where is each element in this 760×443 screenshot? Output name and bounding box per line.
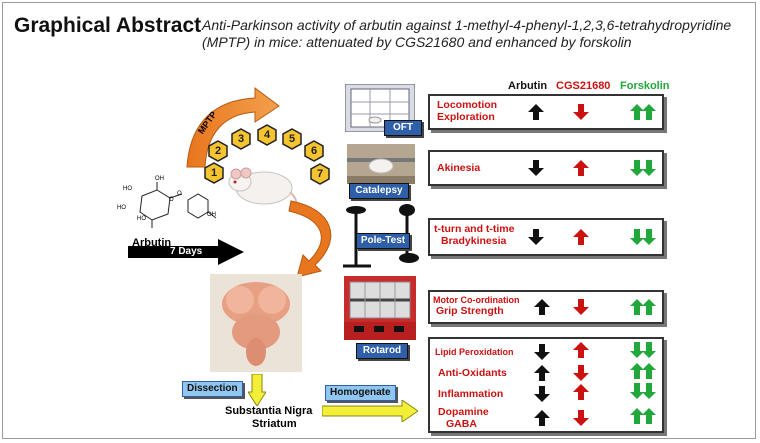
- double-down-arrow-icon: [630, 383, 656, 399]
- result-box-akinesia: [428, 150, 664, 186]
- page-title: Graphical Abstract: [14, 14, 202, 37]
- day-hexagon-2: 2: [207, 140, 229, 162]
- day-number: 3: [237, 133, 245, 145]
- double-up-arrow-icon: [630, 299, 656, 315]
- up-arrow-icon: [573, 342, 589, 358]
- mouse-image: [228, 167, 298, 207]
- down-arrow-icon: [573, 410, 589, 426]
- test-label-pole-test: Pole-Test: [356, 233, 410, 249]
- result-label: Anti-Oxidants: [438, 367, 507, 379]
- day-hexagon-7: 7: [309, 163, 331, 185]
- molecule-o-label: O: [169, 197, 174, 203]
- double-down-arrow-icon: [630, 342, 656, 358]
- column-header-forskolin: Forskolin: [620, 80, 670, 92]
- result-box-locomotion: [428, 94, 664, 130]
- molecule-oh-label: OH: [155, 176, 164, 182]
- column-header-cgs21680: CGS21680: [556, 80, 611, 92]
- rotarod-apparatus-image: [344, 276, 416, 340]
- result-label: t-turn and t-time: [434, 223, 515, 235]
- day-number: 7: [316, 168, 324, 180]
- result-label: Inflammation: [438, 388, 504, 400]
- result-label: Exploration: [437, 111, 495, 123]
- day-hexagon-5: 5: [281, 128, 303, 150]
- test-label-rotarod: Rotarod: [356, 343, 408, 359]
- double-up-arrow-icon: [630, 363, 656, 379]
- result-label: GABA: [446, 418, 477, 430]
- double-up-arrow-icon: [630, 104, 656, 120]
- down-arrow-icon: [573, 365, 589, 381]
- result-label: Akinesia: [437, 162, 481, 174]
- yellow-right-arrow: [322, 400, 418, 422]
- day-number: 5: [288, 133, 296, 145]
- result-label: Motor Co-ordination: [433, 295, 520, 305]
- catalepsy-apparatus-image: [347, 144, 415, 184]
- day-number: 4: [263, 129, 271, 141]
- tissue-label-2: Striatum: [252, 418, 297, 430]
- molecule-ho-label: HO: [137, 216, 146, 222]
- down-arrow-icon: [534, 386, 550, 402]
- column-header-arbutin: Arbutin: [508, 80, 548, 92]
- result-label: Locomotion: [437, 99, 498, 111]
- molecule-ho-label: HO: [123, 186, 132, 192]
- result-label: Grip Strength: [436, 305, 504, 317]
- arbutin-molecule-structure: [139, 182, 217, 228]
- molecule-o-label: O: [177, 191, 182, 197]
- day-hexagon-4: 4: [256, 124, 278, 146]
- day-number: 6: [310, 145, 318, 157]
- up-arrow-icon: [573, 229, 589, 245]
- abstract-frame: [2, 2, 756, 439]
- up-arrow-icon: [534, 365, 550, 381]
- day-hexagon-1: 1: [203, 162, 225, 184]
- result-box-bradykinesia: [428, 218, 664, 256]
- up-arrow-icon: [573, 384, 589, 400]
- up-arrow-icon: [534, 410, 550, 426]
- down-arrow-icon: [534, 344, 550, 360]
- double-down-arrow-icon: [630, 229, 656, 245]
- arbutin-black-arrow: [128, 239, 244, 265]
- day-hexagon-6: 6: [303, 140, 325, 162]
- result-label: Bradykinesia: [441, 235, 507, 247]
- brain-tissue-image: [210, 274, 302, 372]
- curved-arrow-to-brain: [288, 200, 332, 278]
- down-arrow-icon: [528, 160, 544, 176]
- day-number: 2: [214, 145, 222, 157]
- molecule-oh-label: OH: [207, 212, 216, 218]
- result-label: Dopamine: [438, 406, 489, 418]
- test-label-oft: OFT: [384, 120, 422, 136]
- down-arrow-icon: [573, 299, 589, 315]
- up-arrow-icon: [534, 299, 550, 315]
- day-number: 1: [210, 167, 218, 179]
- down-arrow-icon: [528, 229, 544, 245]
- down-arrow-icon: [573, 104, 589, 120]
- molecule-ho-label: HO: [117, 205, 126, 211]
- day-hexagon-3: 3: [230, 128, 252, 150]
- tissue-label: Substantia Nigra: [225, 405, 313, 417]
- result-label: Lipid Peroxidation: [435, 347, 514, 357]
- mptp-curved-arrow: [186, 87, 280, 168]
- up-arrow-icon: [573, 160, 589, 176]
- duration-label: 7 Days: [170, 246, 203, 257]
- double-up-arrow-icon: [630, 408, 656, 424]
- yellow-down-arrow: [248, 374, 266, 406]
- double-down-arrow-icon: [630, 160, 656, 176]
- homogenate-label: Homogenate: [325, 385, 396, 401]
- test-label-catalepsy: Catalepsy: [349, 183, 409, 199]
- dissection-label: Dissection: [182, 381, 243, 397]
- page-subtitle: Anti-Parkinson activity of arbutin again…: [202, 17, 732, 50]
- up-arrow-icon: [528, 104, 544, 120]
- oft-apparatus-image: [345, 84, 415, 132]
